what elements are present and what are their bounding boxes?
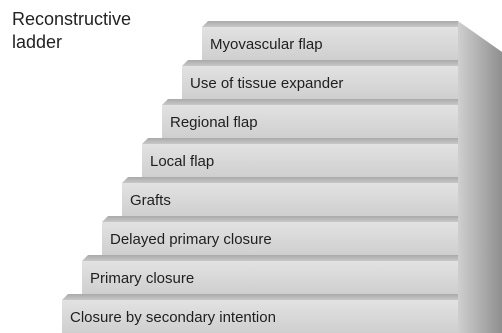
diagram-title-line-1: Reconstructive	[12, 9, 132, 29]
step-tread	[122, 177, 458, 183]
step-tread	[82, 255, 458, 261]
ladder-step: Delayed primary closure	[102, 216, 458, 255]
step-tread	[62, 294, 458, 300]
step-tread	[142, 138, 458, 144]
ladder-step: Local flap	[142, 138, 458, 177]
staircase-side	[458, 21, 502, 333]
step-tread	[182, 60, 458, 66]
step-riser	[202, 27, 458, 60]
diagram-title-line-2: ladder	[12, 32, 63, 52]
step-riser	[102, 222, 458, 255]
ladder-step: Regional flap	[162, 99, 458, 138]
step-riser	[82, 261, 458, 294]
step-tread	[202, 21, 458, 27]
step-label: Primary closure	[90, 270, 194, 287]
step-label: Grafts	[130, 192, 171, 209]
step-label: Use of tissue expander	[190, 75, 343, 92]
step-riser	[162, 105, 458, 138]
step-riser	[122, 183, 458, 216]
step-riser	[182, 66, 458, 99]
staircase-steps: Closure by secondary intention Primary cl…	[62, 21, 458, 333]
ladder-step: Myovascular flap	[202, 21, 458, 60]
step-label: Closure by secondary intention	[70, 309, 276, 326]
staircase-side-face	[458, 21, 502, 333]
step-label: Regional flap	[170, 114, 258, 131]
ladder-step: Primary closure	[82, 255, 458, 294]
step-label: Myovascular flap	[210, 36, 323, 53]
ladder-step: Use of tissue expander	[182, 60, 458, 99]
step-tread	[102, 216, 458, 222]
step-tread	[162, 99, 458, 105]
step-riser	[142, 144, 458, 177]
step-riser	[62, 300, 458, 333]
diagram-title: Reconstructive ladder	[12, 8, 182, 54]
step-label: Local flap	[150, 153, 214, 170]
ladder-step: Grafts	[122, 177, 458, 216]
step-label: Delayed primary closure	[110, 231, 272, 248]
ladder-step: Closure by secondary intention	[62, 294, 458, 333]
